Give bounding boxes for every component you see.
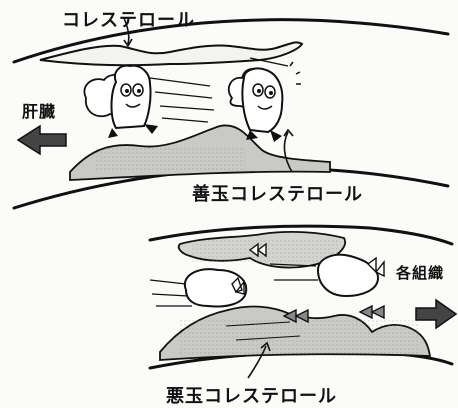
bad-cholesterol-label: 悪玉コレステロール <box>166 386 337 407</box>
arrow-left-icon <box>16 124 67 156</box>
good-cholesterol-label: 善玉コレステロール <box>192 184 363 205</box>
bad-cholesterol-character-1 <box>183 268 248 308</box>
good-cholesterol-character-1 <box>83 64 158 138</box>
cholesterol-pointer-arrow <box>123 17 130 45</box>
bad-cholesterol-character-2 <box>316 253 385 298</box>
liver-label: 肝臓 <box>22 102 57 121</box>
bad-cholesterol-bow-2 <box>282 308 309 324</box>
tissues-label: 各組織 <box>396 264 445 282</box>
arrow-right-icon <box>415 298 458 330</box>
bottom-vessel-upper-wall <box>148 224 454 246</box>
top-motion-lines <box>149 57 289 123</box>
bad-cholesterol-bow-1 <box>248 242 267 258</box>
cholesterol-label: コレステロール <box>62 10 195 31</box>
upper-cholesterol-deposit <box>39 41 304 67</box>
bad-cholesterol-bow-3 <box>358 304 385 320</box>
top-vessel-upper-wall <box>12 18 450 64</box>
good-cholesterol-character-2 <box>227 61 301 142</box>
bottom-motion-lines <box>149 263 318 307</box>
good-cholesterol-pointer-arrow <box>283 131 293 173</box>
bad-cholesterol-pointer-arrow <box>247 345 267 379</box>
